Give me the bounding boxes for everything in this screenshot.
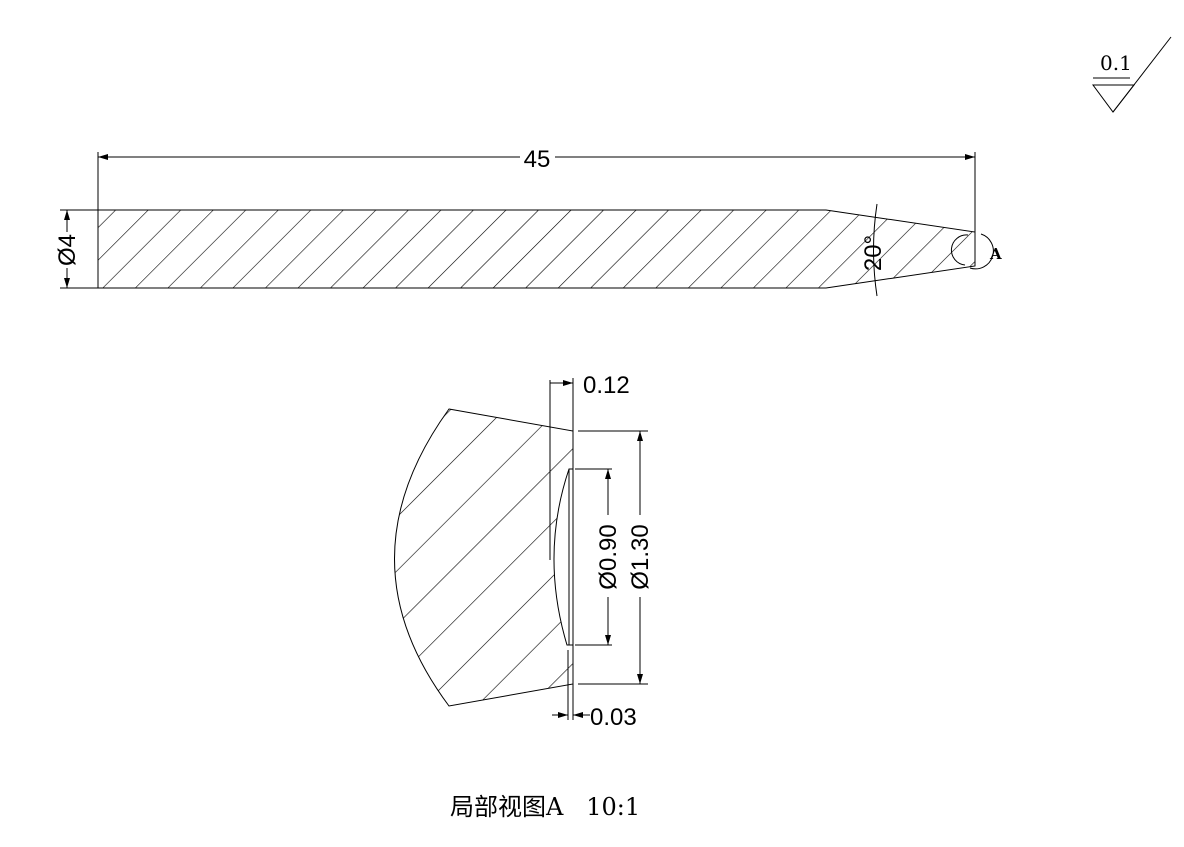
angle-dim-text: 20° [860, 235, 887, 271]
main-view-part [97, 209, 976, 289]
angle-dimension: 20° [860, 203, 887, 297]
length-dimension: 45 [97, 146, 976, 232]
outer-diameter-text: Ø1.30 [627, 524, 654, 589]
depth-dim-text: 0.12 [583, 372, 630, 399]
roughness-value: 0.1 [1100, 51, 1132, 75]
diameter-dim-text: Ø4 [54, 234, 81, 266]
detail-view-caption: 局部视图A 10:1 [450, 793, 640, 821]
detail-marker: A [950, 233, 1002, 270]
surface-roughness-symbol: 0.1 [1092, 36, 1172, 113]
detail-marker-label: A [989, 245, 1002, 263]
depth-dimension: 0.12 [550, 372, 630, 720]
inner-diameter-text: Ø0.90 [595, 524, 622, 589]
inner-diameter-dimension: Ø0.90 [575, 468, 622, 646]
outer-diameter-dimension: Ø1.30 [578, 430, 654, 685]
diameter-dimension: Ø4 [52, 209, 98, 289]
recess-dim-text: 0.03 [590, 704, 637, 731]
recess-dimension: 0.03 [552, 650, 637, 731]
length-dim-text: 45 [524, 146, 551, 173]
detail-view-part [394, 380, 574, 707]
